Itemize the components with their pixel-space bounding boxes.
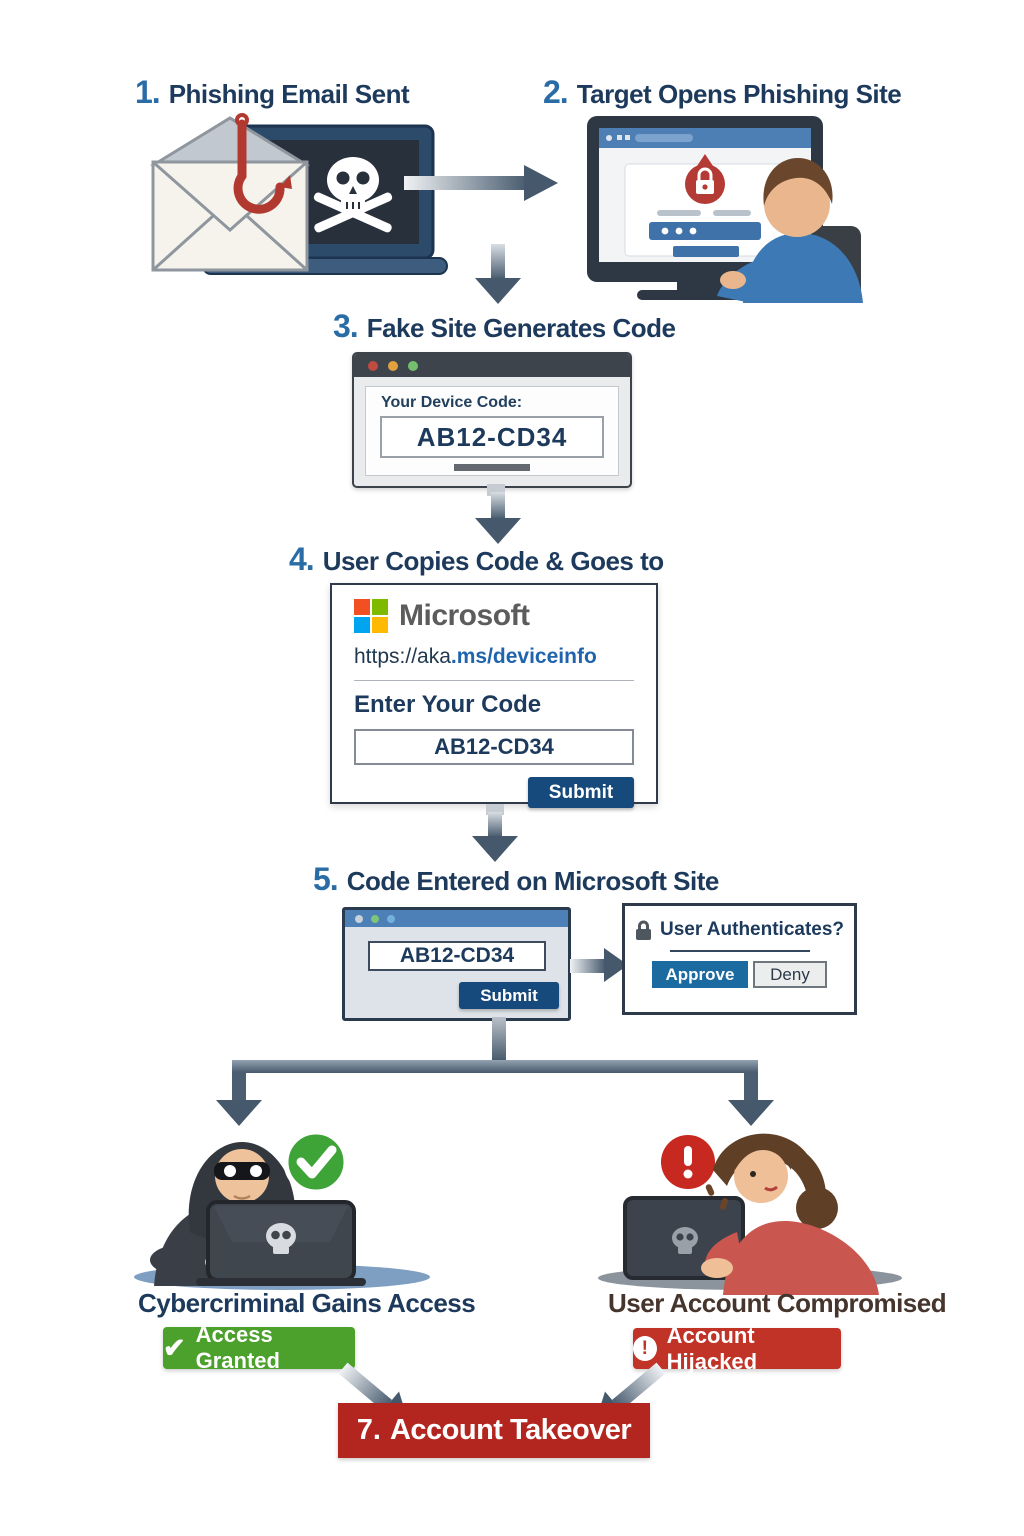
window-dot-icon[interactable]: [355, 914, 363, 923]
hair-bun: [796, 1187, 838, 1229]
window-titlebar: [354, 354, 630, 377]
submit-button[interactable]: Submit: [459, 982, 559, 1009]
minimize-dot-icon[interactable]: [388, 360, 398, 371]
split-bar: [232, 1060, 758, 1073]
auth-question: User Authenticates?: [659, 919, 845, 940]
microsoft-signin-card: Microsoft https://aka.ms/deviceinfo Ente…: [330, 583, 658, 808]
device-code-label: Your Device Code:: [381, 394, 523, 411]
skull-decal-icon: [266, 1223, 296, 1254]
access-granted-text: Access Granted: [195, 1322, 280, 1373]
window-titlebar: [345, 910, 568, 927]
arrow-to-step4: [475, 492, 521, 544]
divider: [669, 950, 810, 952]
phishing-email-illustration: [149, 113, 448, 275]
check-icon: ✔: [163, 1332, 186, 1363]
code-input[interactable]: AB12-CD34: [354, 729, 634, 765]
connector-stub: [486, 804, 504, 815]
step5-number: 5.: [313, 861, 339, 897]
access-granted-badge: ✔ Access Granted: [163, 1322, 355, 1373]
password-field: [649, 222, 761, 240]
right-outcome-label: User Account Compromised: [608, 1288, 947, 1318]
victim-person: [701, 1133, 879, 1295]
exclamation-icon: !: [633, 1336, 657, 1361]
victim-hand: [701, 1258, 733, 1278]
account-hijacked-text: Account Hijacked: [666, 1322, 758, 1374]
account-takeover-banner: 7. Account Takeover: [338, 1403, 650, 1458]
target-opens-site-illustration: [587, 116, 863, 303]
alert-circle-icon: [661, 1135, 715, 1189]
microsoft-wordmark: Microsoft: [399, 599, 530, 632]
arrow-to-auth-panel: [570, 946, 628, 986]
victim-illustration: [598, 1133, 902, 1295]
split-stem: [492, 1017, 506, 1061]
enter-code-label: Enter Your Code: [354, 691, 542, 718]
login-button-graphic: [673, 246, 739, 257]
arrow-to-step5: [472, 812, 518, 862]
arrow-to-right-outcome: [728, 1100, 774, 1126]
step5-title: 5. Code Entered on Microsoft Site: [313, 861, 719, 898]
arrow-to-step3: [475, 244, 521, 304]
hacker-laptop: [196, 1200, 366, 1286]
arrow-step1-to-step2: [404, 165, 558, 201]
step1-title: 1. Phishing Email Sent: [135, 74, 410, 111]
lock-icon: [635, 920, 651, 940]
window-dot-icon[interactable]: [387, 914, 395, 923]
arrow-to-left-outcome: [216, 1100, 262, 1126]
cybercriminal-illustration: [134, 1129, 430, 1290]
account-hijacked-badge: ! Account Hijacked: [633, 1323, 841, 1374]
left-outcome-label: Cybercriminal Gains Access: [138, 1288, 476, 1318]
auth-prompt-panel: User Authenticates? Approve Deny: [622, 903, 857, 1015]
mask-sunglasses-icon: [214, 1162, 270, 1180]
device-code-panel: Your Device Code: AB12-CD34: [365, 386, 619, 476]
step4-title-text: User Copies Code & Goes to: [322, 546, 664, 576]
fishing-hook-icon: [233, 113, 292, 214]
step4-number: 4.: [289, 541, 315, 577]
step7-number: 7.: [356, 1414, 381, 1446]
device-code-value[interactable]: AB12-CD34: [380, 416, 604, 458]
step5-title-text: Code Entered on Microsoft Site: [346, 866, 720, 896]
code-entry-window: AB12-CD34 Submit: [342, 907, 571, 1021]
step4-title: 4. User Copies Code & Goes to: [289, 541, 664, 578]
split-left-drop: [232, 1072, 246, 1102]
step7-title-text: Account Takeover: [389, 1414, 632, 1446]
target-person: [717, 158, 863, 303]
approve-button[interactable]: Approve: [652, 961, 748, 988]
skull-crossbones-icon: [313, 157, 393, 233]
step2-title: 2. Target Opens Phishing Site: [543, 74, 902, 111]
step2-number: 2.: [543, 74, 569, 110]
skull-decal-icon: [672, 1227, 698, 1254]
window-dot-icon[interactable]: [371, 914, 379, 923]
deny-button[interactable]: Deny: [753, 961, 827, 988]
microsoft-logo-icon: [354, 599, 388, 633]
victim-sweater: [723, 1221, 879, 1295]
maximize-dot-icon[interactable]: [408, 360, 418, 371]
phishing-warning-lock-icon: [685, 154, 725, 204]
step1-title-text: Phishing Email Sent: [168, 79, 410, 109]
device-login-url[interactable]: https://aka.ms/deviceinfo: [354, 645, 597, 668]
fake-site-window: Your Device Code: AB12-CD34: [352, 352, 632, 488]
check-circle-icon: [283, 1129, 349, 1195]
code-input[interactable]: AB12-CD34: [368, 941, 546, 971]
step3-number: 3.: [333, 308, 359, 344]
step3-title-text: Fake Site Generates Code: [366, 313, 676, 343]
close-dot-icon[interactable]: [368, 360, 378, 371]
step2-title-text: Target Opens Phishing Site: [576, 79, 902, 109]
step1-number: 1.: [135, 74, 161, 110]
scroll-grip: [454, 464, 530, 471]
submit-button[interactable]: Submit: [528, 777, 634, 808]
browser-toolbar: [599, 128, 811, 148]
split-right-drop: [744, 1072, 758, 1102]
step3-title: 3. Fake Site Generates Code: [333, 308, 676, 345]
